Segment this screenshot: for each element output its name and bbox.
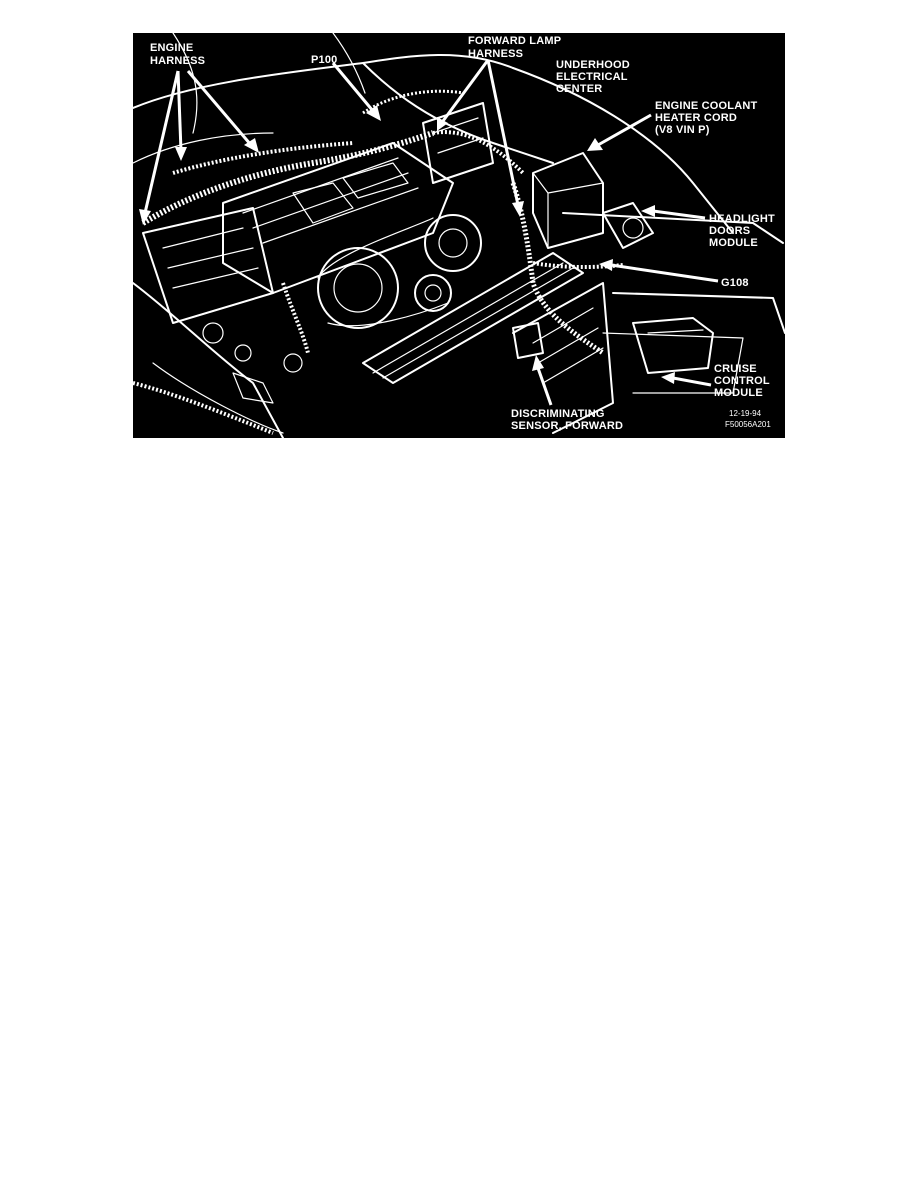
label-line: UNDERHOOD	[556, 59, 630, 71]
label-line: HEATER CORD	[655, 112, 737, 124]
label-cruise-control-module: CRUISE CONTROL MODULE	[714, 363, 773, 399]
label-line: HARNESS	[150, 55, 205, 67]
label-line: ELECTRICAL	[556, 71, 628, 83]
label-line: DOORS	[709, 225, 750, 237]
engine-compartment-diagram: ENGINE HARNESS P100 FORWARD LAMP HARNESS…	[133, 33, 785, 438]
label-forward-lamp-harness: FORWARD LAMP HARNESS	[468, 35, 564, 60]
label-engine-coolant-heater-cord: ENGINE COOLANT HEATER CORD (V8 VIN P)	[655, 100, 761, 136]
label-line: ENGINE	[150, 42, 193, 54]
label-underhood-electrical-center: UNDERHOOD ELECTRICAL CENTER	[556, 59, 633, 95]
label-engine-harness: ENGINE HARNESS	[150, 42, 205, 67]
label-line: CONTROL	[714, 375, 770, 387]
date-code: 12-19-94	[729, 409, 762, 418]
callout-arrows	[139, 59, 719, 406]
label-line: MODULE	[714, 387, 763, 399]
label-line: ENGINE COOLANT	[655, 100, 757, 112]
diagram-canvas: ENGINE HARNESS P100 FORWARD LAMP HARNESS…	[133, 33, 785, 438]
label-line: DISCRIMINATING	[511, 408, 605, 420]
label-line: FORWARD LAMP	[468, 35, 561, 47]
figure-code: F50056A201	[725, 420, 771, 429]
label-line: MODULE	[709, 237, 758, 249]
label-line: HARNESS	[468, 48, 523, 60]
label-line: HEADLIGHT	[709, 213, 775, 225]
label-g108: G108	[721, 277, 749, 289]
label-headlight-doors-module: HEADLIGHT DOORS MODULE	[709, 213, 778, 249]
label-line: CRUISE	[714, 363, 757, 375]
label-line: CENTER	[556, 83, 602, 95]
label-discriminating-sensor-forward: DISCRIMINATING SENSOR, FORWARD	[511, 408, 623, 432]
label-line: (V8 VIN P)	[655, 124, 710, 136]
label-line: SENSOR, FORWARD	[511, 420, 623, 432]
label-p100: P100	[311, 54, 338, 66]
